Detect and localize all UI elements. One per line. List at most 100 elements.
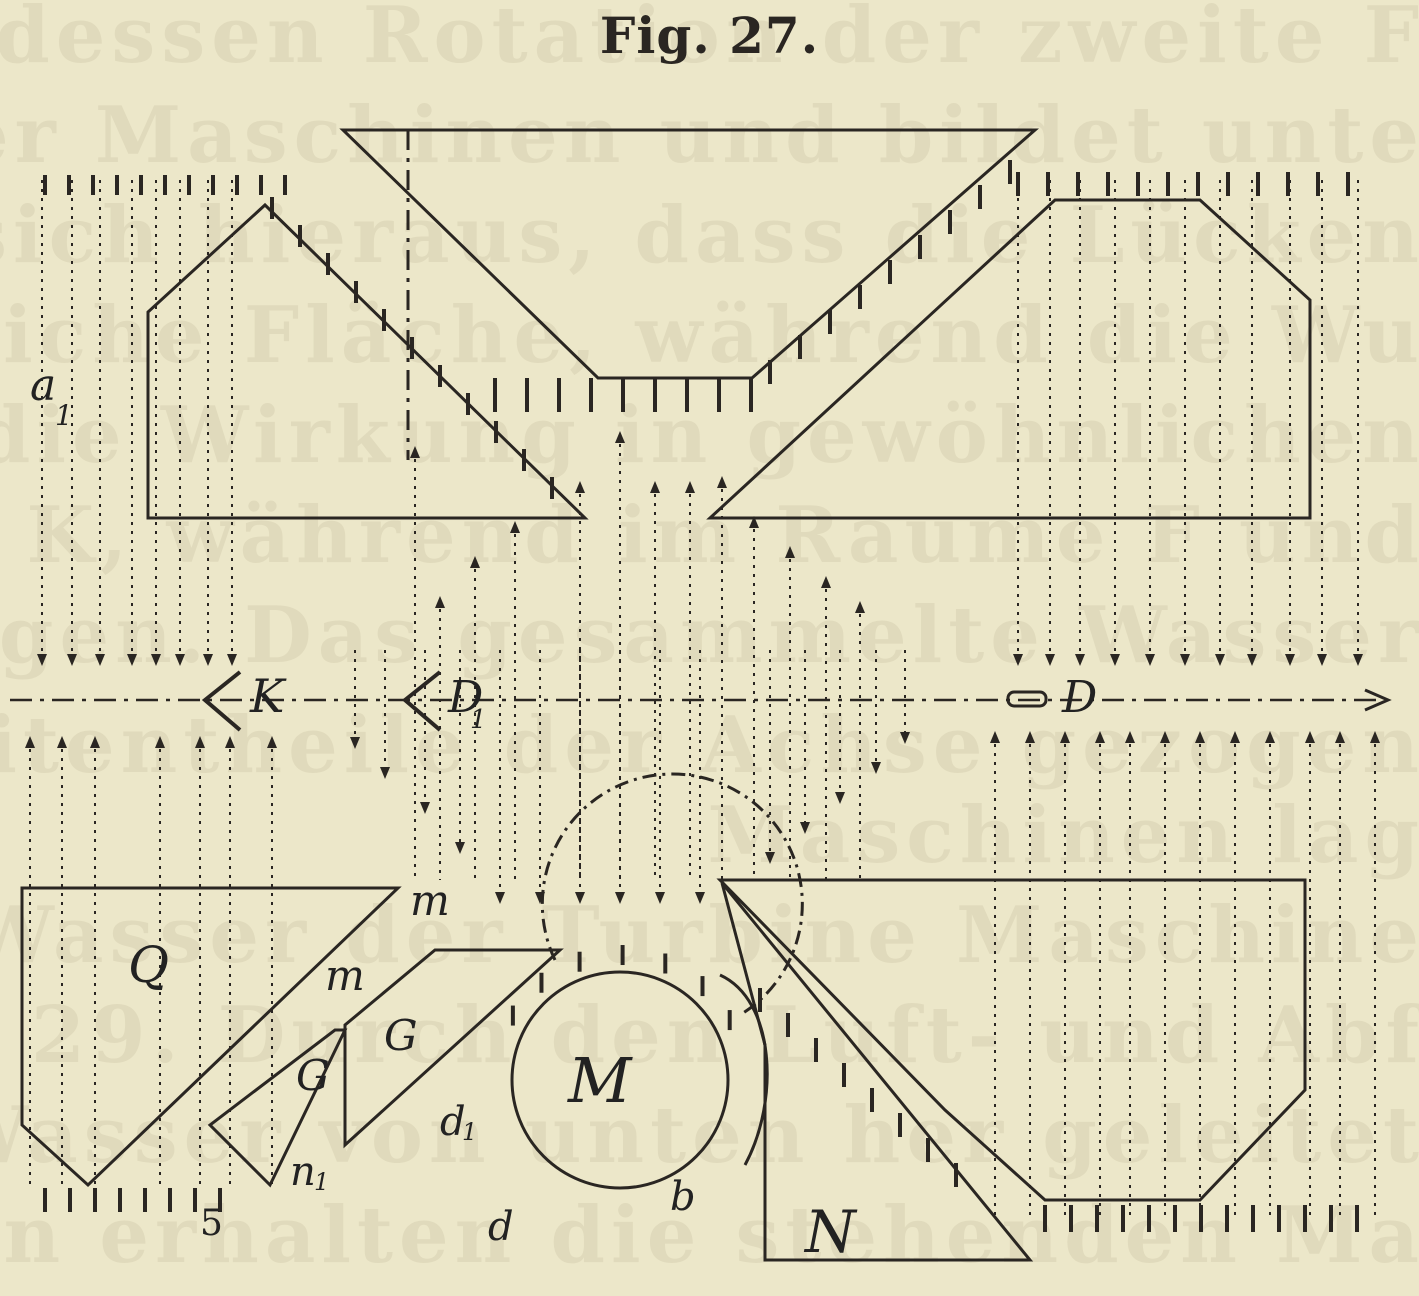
label-m-upper: m	[410, 876, 450, 925]
arrow-down-icon	[695, 892, 705, 904]
arrow-up-icon	[435, 596, 445, 608]
arrow-up-icon	[785, 546, 795, 558]
upper-left-chamber	[146, 202, 589, 520]
lower-left-chamber-Q	[20, 886, 402, 1188]
label-G1: G	[296, 1051, 330, 1100]
arrow-up-icon	[1160, 731, 1170, 743]
arrow-down-icon	[455, 842, 465, 854]
arrow-down-icon	[1075, 654, 1085, 666]
arrow-down-icon	[350, 737, 360, 749]
arrow-up-icon	[749, 516, 759, 528]
arrow-down-icon	[800, 822, 810, 834]
arrow-down-icon	[1247, 654, 1257, 666]
arrow-down-icon	[655, 892, 665, 904]
label-G2: G	[384, 1011, 418, 1060]
arrow-up-icon	[990, 731, 1000, 743]
arrow-down-icon	[871, 762, 881, 774]
arrow-down-icon	[495, 892, 505, 904]
label-m-inner: m	[325, 951, 365, 1000]
arrow-up-icon	[195, 736, 205, 748]
arrow-up-icon	[1370, 731, 1380, 743]
guide-vane-G-inner	[207, 1028, 348, 1188]
label-d: d	[488, 1204, 514, 1250]
arrow-down-icon	[575, 892, 585, 904]
arrow-down-icon	[1145, 654, 1155, 666]
arrow-down-icon	[1285, 654, 1295, 666]
turbine-wheel-M	[510, 970, 730, 1190]
arrow-up-icon	[821, 576, 831, 588]
arrow-up-icon	[410, 446, 420, 458]
arrow-down-icon	[1045, 654, 1055, 666]
label-n1: n	[290, 1149, 316, 1195]
arrow-down-icon	[1215, 654, 1225, 666]
arrow-up-icon	[155, 736, 165, 748]
arrow-up-icon	[650, 481, 660, 493]
arrow-up-icon	[510, 521, 520, 533]
figure-title: Fig. 27.	[599, 6, 820, 65]
arrow-down-icon	[1180, 654, 1190, 666]
wheel-housing-arc-right	[719, 973, 769, 1166]
arrow-down-icon	[95, 654, 105, 666]
arrow-down-icon	[765, 852, 775, 864]
chevron-K-icon	[201, 670, 242, 732]
label-K: K	[249, 669, 287, 723]
label-5: 5	[200, 1203, 223, 1244]
arrow-up-icon	[575, 481, 585, 493]
arrow-down-icon	[1317, 654, 1327, 666]
lower-right-chute-N	[720, 882, 1034, 1262]
arrow-up-icon	[615, 431, 625, 443]
arrow-up-icon	[1335, 731, 1345, 743]
chevron-D1-icon	[401, 670, 442, 732]
arrow-up-icon	[25, 736, 35, 748]
arrow-up-icon	[1125, 731, 1135, 743]
label-D1-sub: 1	[470, 705, 487, 735]
arrow-up-icon	[1195, 731, 1205, 743]
arrow-down-icon	[380, 767, 390, 779]
arrow-down-icon	[1110, 654, 1120, 666]
arrow-down-icon	[127, 654, 137, 666]
axis-arrow-icon	[1364, 688, 1392, 712]
tick-marks	[43, 160, 1359, 1232]
label-d1: d	[440, 1099, 466, 1145]
label-M: M	[567, 1044, 633, 1117]
label-D1: D	[447, 672, 483, 723]
arrow-up-icon	[470, 556, 480, 568]
arrow-down-icon	[151, 654, 161, 666]
arrow-up-icon	[1265, 731, 1275, 743]
arrow-down-icon	[615, 892, 625, 904]
arrow-down-icon	[1013, 654, 1023, 666]
label-d1-sub: 1	[462, 1118, 477, 1146]
arrow-down-icon	[175, 654, 185, 666]
arrow-up-icon	[685, 481, 695, 493]
arrow-down-icon	[1353, 654, 1363, 666]
arrow-up-icon	[1060, 731, 1070, 743]
guide-vane-G-outer	[343, 948, 564, 1149]
arrow-down-icon	[835, 792, 845, 804]
label-D: D	[1061, 672, 1097, 723]
upper-center-trapezoid	[339, 128, 1039, 380]
arrow-up-icon	[57, 736, 67, 748]
label-N: N	[803, 1198, 858, 1266]
arrow-down-icon	[67, 654, 77, 666]
arrow-down-icon	[37, 654, 47, 666]
arrow-up-icon	[225, 736, 235, 748]
arrow-down-icon	[203, 654, 213, 666]
arrow-up-icon	[1095, 731, 1105, 743]
arrow-up-icon	[1305, 731, 1315, 743]
valve-icon	[1006, 690, 1048, 708]
arrow-up-icon	[267, 736, 277, 748]
flow-arrows	[25, 431, 1380, 904]
arrow-up-icon	[855, 601, 865, 613]
arrow-up-icon	[1025, 731, 1035, 743]
label-a1-sub: 1	[55, 399, 73, 432]
arrow-down-icon	[420, 802, 430, 814]
label-b: b	[670, 1174, 696, 1220]
arrow-down-icon	[900, 732, 910, 744]
arrow-up-icon	[1230, 731, 1240, 743]
upper-right-chamber	[706, 198, 1312, 520]
wheel-housing-arc	[540, 772, 804, 1017]
flow-lines	[29, 180, 1376, 1215]
label-Q: Q	[128, 936, 169, 994]
